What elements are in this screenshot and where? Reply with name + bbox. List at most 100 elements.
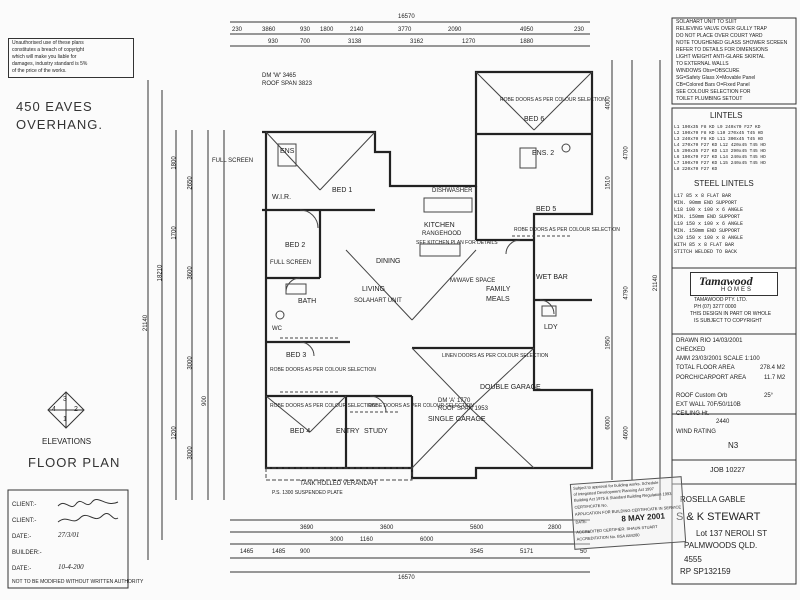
steel-lintel-row: MIN. 150mm END SUPPORT xyxy=(674,228,741,234)
robe-note: ROBE DOORS AS PER COLOUR SELECTION xyxy=(270,367,376,373)
dim-top-seg: 1800 xyxy=(320,27,334,33)
dim-left-seg: 2650 xyxy=(187,176,194,190)
elevation-compass xyxy=(47,391,85,429)
dm-w-label: DM 'W' 3465 xyxy=(262,73,296,79)
dim-top-seg: 3770 xyxy=(398,27,412,33)
floor-area-value: 278.4 M2 xyxy=(760,365,786,371)
elevation-number: 3 xyxy=(63,396,67,403)
company-name: Tamawood xyxy=(699,274,753,288)
suspended-plate-label: P.S. 1300 SUSPENDED PLATE xyxy=(272,490,343,496)
copyright-line: Unauthorised use of these plans xyxy=(12,40,84,46)
dim-bottom-seg: 1485 xyxy=(272,549,286,555)
note-line: TOILET PLUMBING SETOUT xyxy=(676,96,743,102)
kitchen-island xyxy=(419,243,461,257)
dim-left-second: 18210 xyxy=(157,264,164,282)
signature-frame xyxy=(7,489,129,589)
room-bed-5: BED 5 xyxy=(536,206,557,213)
room-entry: ENTRY xyxy=(336,428,360,435)
roof-hip-line xyxy=(411,407,471,469)
roof-span-a-label: ROOF SPAN 1953 xyxy=(438,406,488,412)
dim-bottom-seg: 3545 xyxy=(470,549,484,555)
dim-top-seg2: 1880 xyxy=(520,39,534,45)
elevation-number: 4 xyxy=(52,406,56,413)
date-value: 27/3/01 xyxy=(58,531,80,539)
microwave-label: M/WAVE SPACE xyxy=(450,278,496,284)
door-swing xyxy=(369,395,387,413)
company-logo: Tamawood HOMES xyxy=(690,272,778,296)
client-address-1: Lot 137 NEROLI ST xyxy=(696,529,768,538)
lintel-row: L7 190x70 F27 KD L15 240x45 T45 HD xyxy=(674,161,766,166)
door-swing xyxy=(505,239,521,255)
lintels-title: LINTELS xyxy=(710,111,743,120)
note-line: CB=Colored Bars O=Fixed Panel xyxy=(676,82,750,88)
checked-label: CHECKED xyxy=(676,347,706,353)
date2-value: 10-4-200 xyxy=(58,563,84,571)
note-line: RELIEVING VALVE OVER GULLY TRAP xyxy=(676,26,767,32)
client-sig-label: CLIENT:- xyxy=(12,518,37,524)
steel-lintel-row: L20 150 x 100 x 8 ANGLE xyxy=(674,235,744,241)
floor-area-label: TOTAL FLOOR AREA xyxy=(676,365,735,371)
room-wet-bar: WET BAR xyxy=(536,274,568,281)
roof-hip-line xyxy=(319,131,376,191)
dim-left-seg: 3600 xyxy=(187,266,194,280)
note-line: LIGHT WEIGHT ANTI-GLARE SKIRTAL xyxy=(676,54,765,60)
signature-footer: NOT TO BE MODIFIED WITHOUT WRITTEN AUTHO… xyxy=(12,579,144,585)
dim-top-seg: 2090 xyxy=(448,27,462,33)
dim-top-seg2: 3138 xyxy=(348,39,362,45)
wc-fixture xyxy=(561,143,571,153)
steel-lintel-row: L18 100 x 100 x 6 ANGLE xyxy=(674,207,744,213)
porch-area-value: 11.7 M2 xyxy=(764,375,786,381)
stamp-line: ACCREDITATION No. BSA A84280 xyxy=(576,532,640,542)
dim-left-total: 21140 xyxy=(143,314,150,332)
client-ref-1: 4555 xyxy=(684,555,702,564)
kitchen-plan-note: SEE KITCHEN PLAN FOR DETAILS xyxy=(416,240,498,246)
dim-top-seg: 930 xyxy=(300,27,311,33)
ceiling-value: 2440 xyxy=(716,419,730,425)
roof-hip-line xyxy=(469,407,535,469)
verandah-label: TANK ROLLED VERANDAH xyxy=(300,481,377,487)
lintel-row: L3 240x70 F8 KD L11 300x45 T45 HD xyxy=(674,137,764,142)
lintel-row: L4 270x70 F27 KD L12 420x45 T45 HD xyxy=(674,143,766,148)
solahart-label: SOLAHART UNIT xyxy=(354,298,402,304)
shower-fixture xyxy=(277,143,297,167)
copyright-notice: Unauthorised use of these plans constitu… xyxy=(8,38,134,78)
ext-wall-label: EXT WALL 70F/50/110B xyxy=(676,402,741,408)
steel-lintel-row: L19 150 x 100 x 6 ANGLE xyxy=(674,221,744,227)
company-sub: HOMES xyxy=(721,287,754,293)
dim-left-seg: 3000 xyxy=(187,446,194,460)
dim-left-seg: 1700 xyxy=(171,226,178,240)
company-line: TAMAWOOD PTY. LTD. xyxy=(694,297,748,303)
amended-label: AMM 23/03/2001 SCALE 1:100 xyxy=(676,356,760,362)
dim-right-seg: 6000 xyxy=(605,416,612,430)
wc-fixture xyxy=(275,310,285,320)
room-dining: DINING xyxy=(376,258,401,265)
dim-top-seg2: 3162 xyxy=(410,39,424,45)
room-wc: WC xyxy=(272,326,282,332)
room-kitchen: KITCHEN xyxy=(424,222,455,229)
floor-plan-title: FLOOR PLAN xyxy=(28,455,121,470)
dim-bottom-seg2: 3600 xyxy=(380,525,394,531)
steel-lintel-row: MIN. 150mm END SUPPORT xyxy=(674,214,741,220)
note-line: DO NOT PLACE OVER COURT YARD xyxy=(676,33,763,39)
steel-lintel-row: WITH 85 x 8 FLAT BAR xyxy=(674,242,735,248)
dim-bottom-seg: 5171 xyxy=(520,549,534,555)
company-line: IS SUBJECT TO COPYRIGHT xyxy=(694,318,763,324)
dm-a-label: DM 'A' 1770 xyxy=(438,398,471,404)
dim-right-seg: 4600 xyxy=(623,426,630,440)
note-line: SEE COLOUR SELECTION FOR xyxy=(676,89,751,95)
kitchen-bench xyxy=(423,197,473,213)
client-name: S & K STEWART xyxy=(676,511,761,523)
copyright-line: of the price of the works. xyxy=(12,68,67,74)
company-line: PH (07) 3277 0000 xyxy=(694,304,737,310)
roof-hip-line xyxy=(469,347,535,409)
eaves-note-line: OVERHANG. xyxy=(16,117,104,132)
steel-lintel-row: STITCH WELDED TO BACK xyxy=(674,249,738,255)
roof-hip-line xyxy=(309,395,347,433)
drawn-label: DRAWN RIO 14/03/2001 xyxy=(676,338,743,344)
shower-fixture xyxy=(519,147,537,169)
elevation-number: 1 xyxy=(63,416,67,423)
dim-left-seg: 3000 xyxy=(187,356,194,370)
client-sig-label: CLIENT:- xyxy=(12,502,37,508)
porch-area-label: PORCH/CARPORT AREA xyxy=(676,375,747,381)
